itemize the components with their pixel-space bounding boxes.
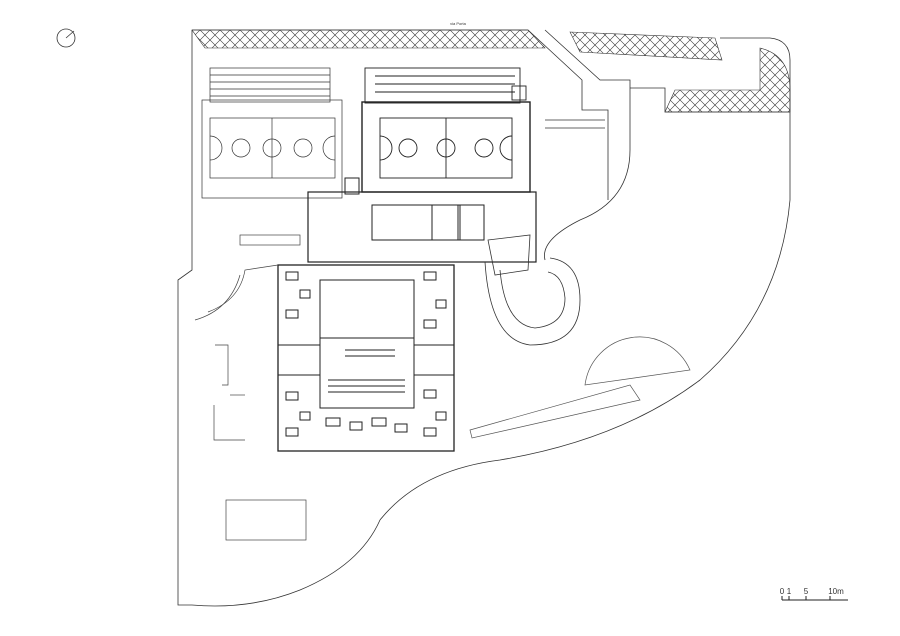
drop-off-loop (484, 119, 605, 346)
scale-tick-5: 5 (804, 587, 809, 596)
scale-tick-1: 1 (787, 587, 792, 596)
west-walkway (194, 234, 307, 541)
north-arrow-icon (56, 28, 76, 48)
hatched-planting-strip (191, 29, 791, 113)
left-sports-court (201, 67, 343, 199)
scale-tick-0: 0 (780, 587, 785, 596)
gymnasium (361, 67, 531, 193)
scale-bar: 0 1 5 10m (780, 587, 848, 601)
school-building (277, 177, 537, 452)
street-label: via Porta (450, 21, 467, 26)
scale-tick-10m: 10m (828, 587, 844, 596)
amphitheatre (469, 336, 691, 439)
site-boundary (177, 29, 791, 607)
